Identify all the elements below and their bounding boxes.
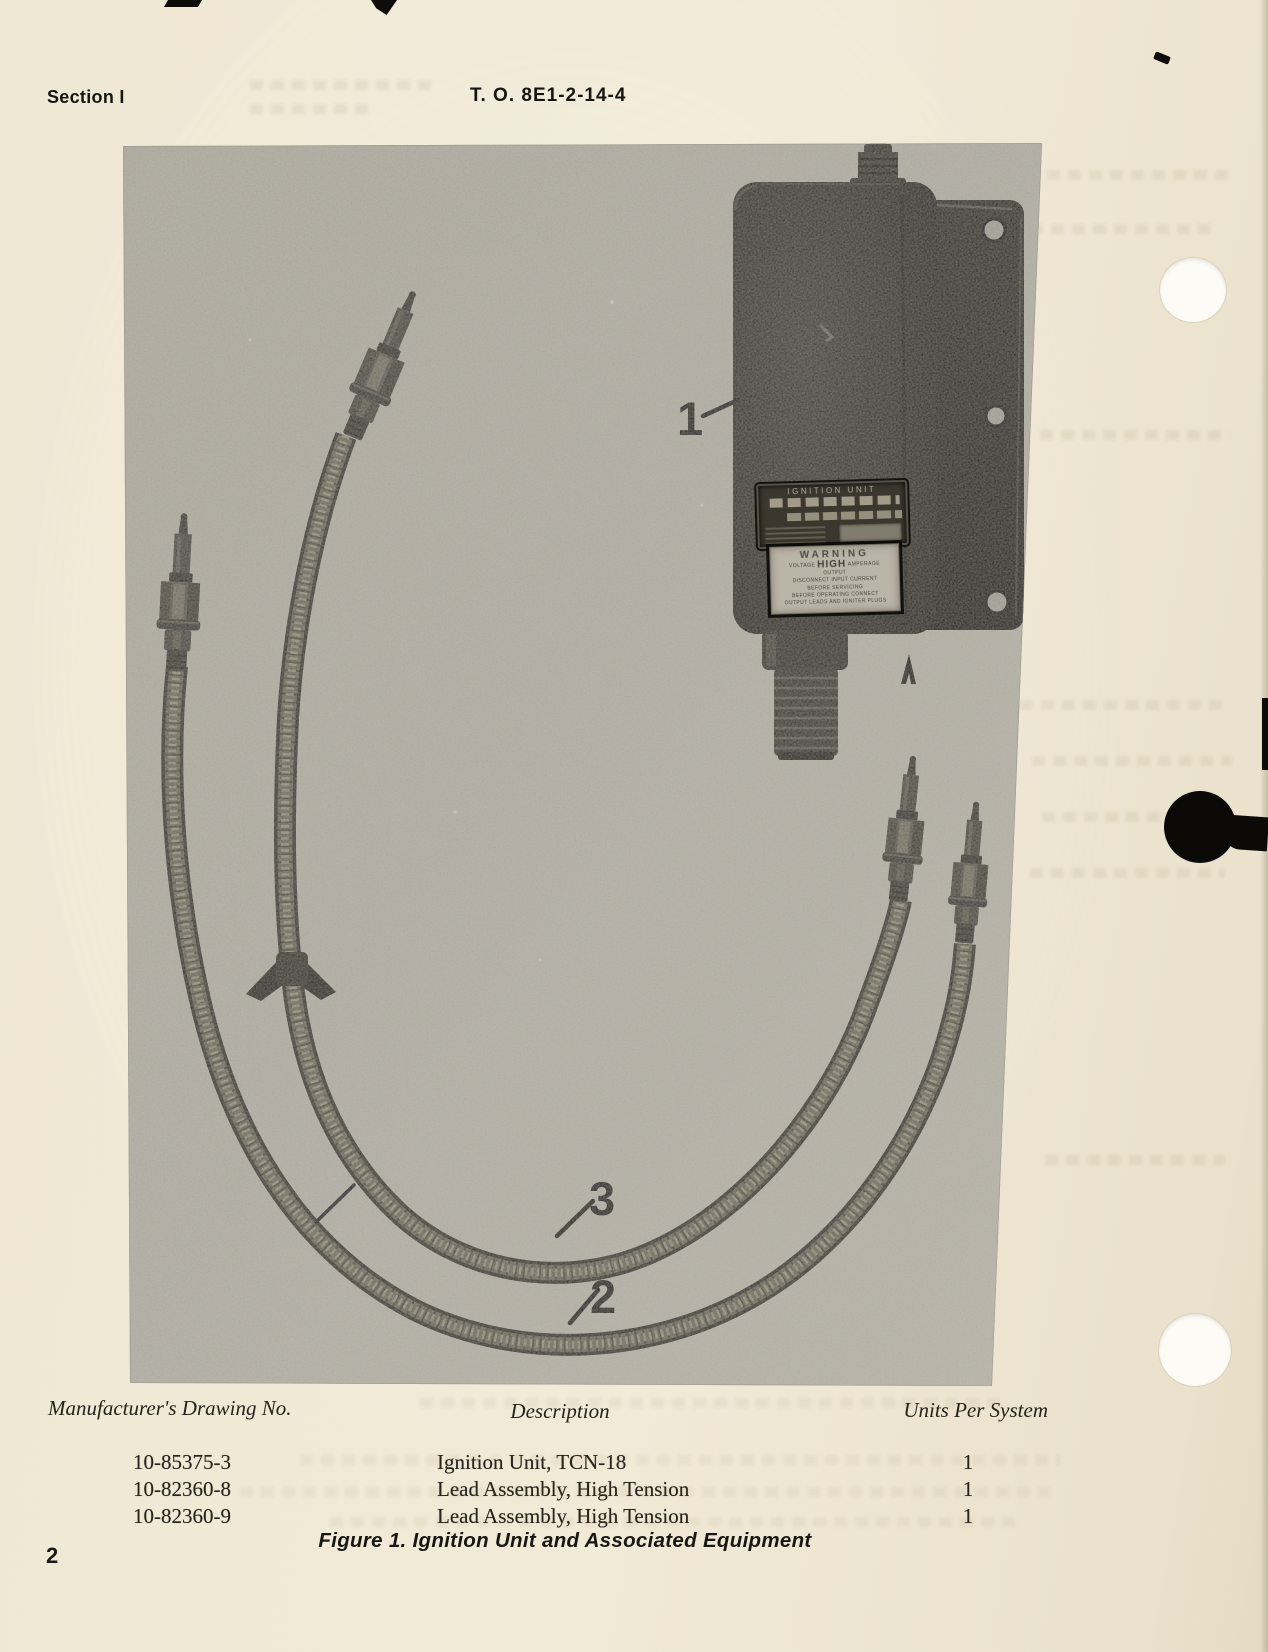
- bleed-through: [1040, 430, 1230, 440]
- bleed-through: [250, 80, 435, 90]
- page-number: 2: [46, 1543, 59, 1568]
- col-header-description: Description: [510, 1399, 610, 1423]
- bleed-through: [1032, 756, 1232, 766]
- doc-number: T. O. 8E1-2-14-4: [470, 85, 627, 106]
- data-plate-panel: [839, 523, 902, 542]
- section-label: Section I: [47, 87, 125, 107]
- scan-artifact: [163, 0, 203, 7]
- row-units: 1: [962, 1477, 974, 1501]
- scan-artifact: [1262, 698, 1268, 770]
- bleed-through: [420, 1398, 1000, 1408]
- data-plate-fine-print: [765, 526, 826, 544]
- bleed-through: [1030, 868, 1225, 878]
- data-plate-strip: [764, 495, 900, 508]
- bleed-through: [1042, 812, 1222, 822]
- row-drawing-no: 10-85375-3: [133, 1450, 231, 1474]
- ink-blot: [1164, 791, 1236, 863]
- bleed-through: [330, 1517, 1020, 1527]
- bleed-through: [250, 104, 370, 114]
- row-description: Lead Assembly, High Tension: [437, 1477, 690, 1501]
- col-header-drawing-no: Manufacturer's Drawing No.: [48, 1396, 292, 1420]
- col-header-units: Units Per System: [903, 1398, 1048, 1422]
- bleed-through: [1005, 170, 1235, 180]
- bleed-through: [240, 1487, 1050, 1497]
- warning-voltage: VOLTAGE: [788, 562, 816, 570]
- bleed-through: [1020, 700, 1230, 710]
- row-description: Lead Assembly, High Tension: [437, 1504, 690, 1528]
- bleed-through: [1045, 1155, 1225, 1165]
- ink-blot: [1224, 814, 1268, 852]
- warning-high: HIGH: [817, 558, 847, 571]
- figure-caption: Figure 1. Ignition Unit and Associated E…: [318, 1529, 812, 1552]
- hole-punch: [1159, 1314, 1231, 1386]
- row-drawing-no: 10-82360-9: [133, 1504, 231, 1528]
- warning-amperage: AMPERAGE: [847, 560, 881, 568]
- row-description: Ignition Unit, TCN-18: [437, 1450, 627, 1474]
- data-plate-strip: [786, 510, 903, 522]
- row-units: 1: [962, 1504, 974, 1528]
- row-units: 1: [962, 1450, 974, 1474]
- row-drawing-no: 10-82360-8: [133, 1477, 231, 1501]
- bleed-through: [300, 1455, 1060, 1465]
- unit-warning-label: WARNING VOLTAGE HIGH AMPERAGE OUTPUT DIS…: [769, 543, 901, 615]
- unit-data-plate: IGNITION UNIT: [756, 479, 909, 550]
- bleed-through: [1030, 224, 1210, 234]
- hole-punch: [1160, 258, 1226, 322]
